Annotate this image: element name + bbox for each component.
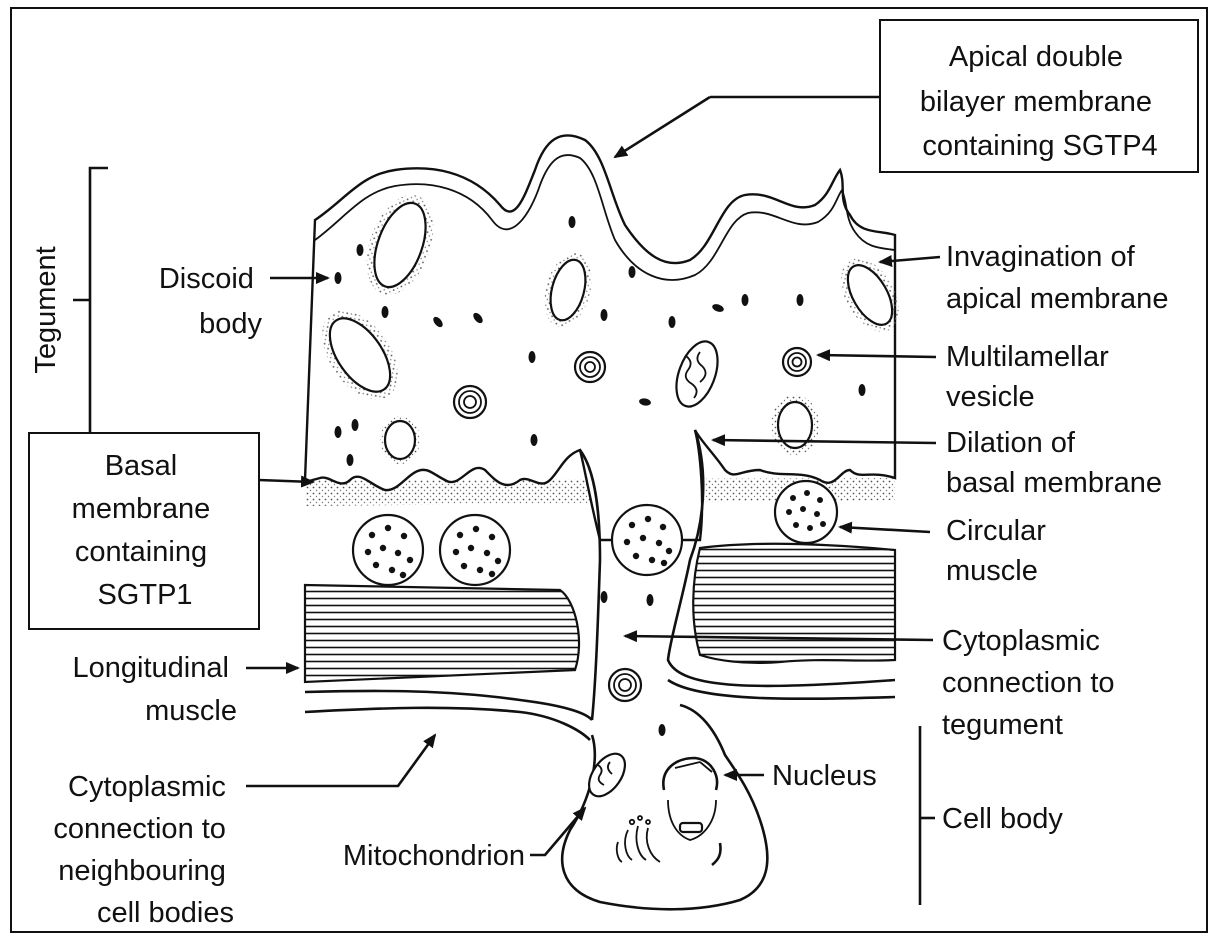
label-cyto-neighbour: Cytoplasmic connection to neighbouring c… — [53, 771, 234, 929]
nucleus-shape — [663, 758, 720, 865]
label-multilamellar: Multilamellar vesicle — [946, 341, 1117, 413]
golgi — [617, 816, 660, 862]
label-cell-body: Cell body — [942, 803, 1063, 835]
cell-body-mitochondrion — [582, 747, 632, 802]
label-tegument: Tegument — [30, 246, 62, 373]
label-apical: Apical double bilayer membrane containin… — [920, 41, 1160, 162]
label-invagination: Invagination of apical membrane — [946, 241, 1168, 315]
label-longitudinal-muscle: Longitudinal muscle — [73, 652, 237, 727]
label-circular-muscle: Circular muscle — [946, 515, 1054, 587]
label-nucleus: Nucleus — [772, 760, 877, 792]
label-dilation: Dilation of basal membrane — [946, 427, 1162, 499]
label-cyto-tegument: Cytoplasmic connection to tegument — [942, 625, 1123, 741]
label-mitochondrion: Mitochondrion — [343, 840, 525, 872]
label-discoid-body: Discoid body — [159, 263, 263, 340]
